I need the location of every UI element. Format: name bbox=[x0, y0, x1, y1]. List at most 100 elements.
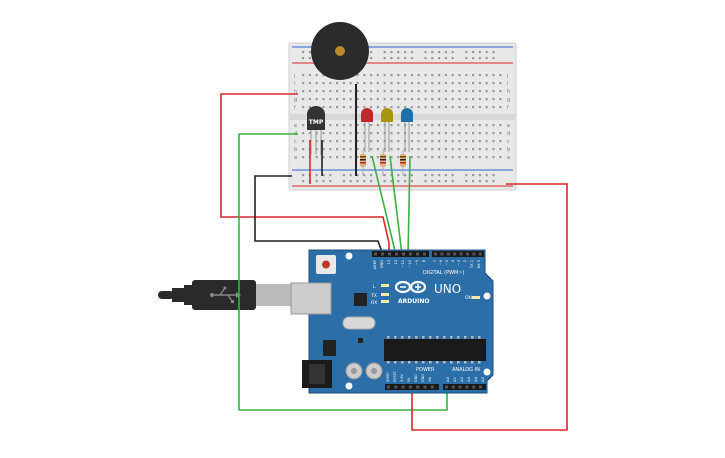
usb-icon bbox=[210, 286, 241, 303]
hole bbox=[302, 106, 305, 109]
hole bbox=[458, 124, 461, 127]
hole bbox=[342, 148, 345, 151]
hole bbox=[356, 82, 359, 85]
hole bbox=[422, 336, 425, 339]
hole bbox=[322, 90, 325, 93]
hole bbox=[431, 57, 434, 60]
hole bbox=[356, 148, 359, 151]
hole bbox=[410, 106, 413, 109]
hole bbox=[342, 82, 345, 85]
hole bbox=[465, 57, 468, 60]
wire-black-gnd[interactable] bbox=[254, 175, 384, 256]
wire-green-led-2[interactable] bbox=[389, 155, 403, 256]
reset-button-cap[interactable] bbox=[322, 260, 330, 269]
hole bbox=[322, 156, 325, 159]
led-red[interactable] bbox=[361, 108, 373, 152]
hole bbox=[451, 174, 454, 177]
hole bbox=[457, 336, 460, 339]
hole bbox=[478, 82, 481, 85]
wire-red-5v[interactable] bbox=[220, 93, 390, 255]
hole bbox=[438, 106, 441, 109]
arduino-uno[interactable]: L TX RX ON ARDUINO UNO DIGITAL (PWM~) PO… bbox=[290, 249, 494, 394]
wire-green-sensor[interactable] bbox=[238, 133, 448, 411]
hole bbox=[397, 106, 400, 109]
hole bbox=[410, 180, 413, 183]
usb-cable[interactable] bbox=[158, 280, 292, 310]
piezo-buzzer[interactable] bbox=[311, 22, 369, 80]
hole bbox=[417, 90, 420, 93]
hole bbox=[451, 180, 454, 183]
header-pins bbox=[374, 252, 482, 389]
hole bbox=[302, 174, 305, 177]
hole bbox=[376, 140, 379, 143]
hole bbox=[465, 90, 468, 93]
hole bbox=[408, 385, 412, 389]
hole bbox=[383, 98, 386, 101]
hole bbox=[458, 385, 462, 389]
hole bbox=[485, 140, 488, 143]
hole bbox=[464, 336, 467, 339]
hole bbox=[363, 106, 366, 109]
hole bbox=[410, 156, 413, 159]
row-letter: j bbox=[506, 73, 508, 79]
hole bbox=[417, 98, 420, 101]
usb-cable-end bbox=[158, 291, 174, 299]
hole bbox=[336, 106, 339, 109]
resistor-band bbox=[380, 162, 386, 164]
hole bbox=[478, 74, 481, 77]
hole bbox=[336, 82, 339, 85]
hole bbox=[429, 336, 432, 339]
hole bbox=[485, 106, 488, 109]
resistor-1[interactable] bbox=[360, 150, 366, 176]
resistor-3[interactable] bbox=[400, 150, 406, 176]
capacitor-top bbox=[351, 368, 357, 374]
hole bbox=[438, 51, 441, 54]
hole bbox=[499, 132, 502, 135]
hole bbox=[471, 336, 474, 339]
hole bbox=[387, 336, 390, 339]
pin-label: GND bbox=[421, 374, 425, 382]
resistor-2[interactable] bbox=[380, 150, 386, 176]
hole bbox=[499, 140, 502, 143]
analog-header-label: ANALOG IN bbox=[452, 367, 480, 373]
hole bbox=[322, 132, 325, 135]
hole bbox=[390, 98, 393, 101]
hole bbox=[416, 385, 420, 389]
led-l-indicator bbox=[381, 284, 389, 287]
hole bbox=[383, 174, 386, 177]
hole bbox=[308, 132, 311, 135]
wire-green-led-3[interactable] bbox=[407, 155, 411, 256]
row-letter: b bbox=[294, 147, 297, 153]
hole bbox=[308, 98, 311, 101]
hole bbox=[478, 174, 481, 177]
hole bbox=[431, 90, 434, 93]
wire-green-led-1[interactable] bbox=[371, 155, 397, 256]
hole bbox=[492, 90, 495, 93]
hole bbox=[499, 148, 502, 151]
hole bbox=[444, 140, 447, 143]
hole bbox=[499, 124, 502, 127]
hole bbox=[438, 82, 441, 85]
hole bbox=[376, 124, 379, 127]
mounting-hole bbox=[345, 252, 353, 260]
hole bbox=[404, 180, 407, 183]
hole bbox=[397, 74, 400, 77]
wire-red-vin[interactable] bbox=[411, 183, 568, 431]
hole bbox=[390, 132, 393, 135]
hole bbox=[440, 252, 444, 256]
hole bbox=[485, 51, 488, 54]
led-yellow[interactable] bbox=[381, 108, 393, 152]
led-blue[interactable] bbox=[401, 108, 413, 152]
hole bbox=[438, 74, 441, 77]
hole bbox=[383, 90, 386, 93]
hole bbox=[397, 132, 400, 135]
hole bbox=[410, 174, 413, 177]
top-pin-labels: AREF GND 13 12 ~11 ~10 ~9 8 7 ~6 ~5 4 ~3… bbox=[373, 259, 481, 269]
hole bbox=[478, 140, 481, 143]
hole bbox=[450, 361, 453, 364]
hole bbox=[302, 51, 305, 54]
temperature-sensor[interactable]: TMP bbox=[307, 106, 325, 155]
hole bbox=[401, 336, 404, 339]
hole bbox=[492, 180, 495, 183]
